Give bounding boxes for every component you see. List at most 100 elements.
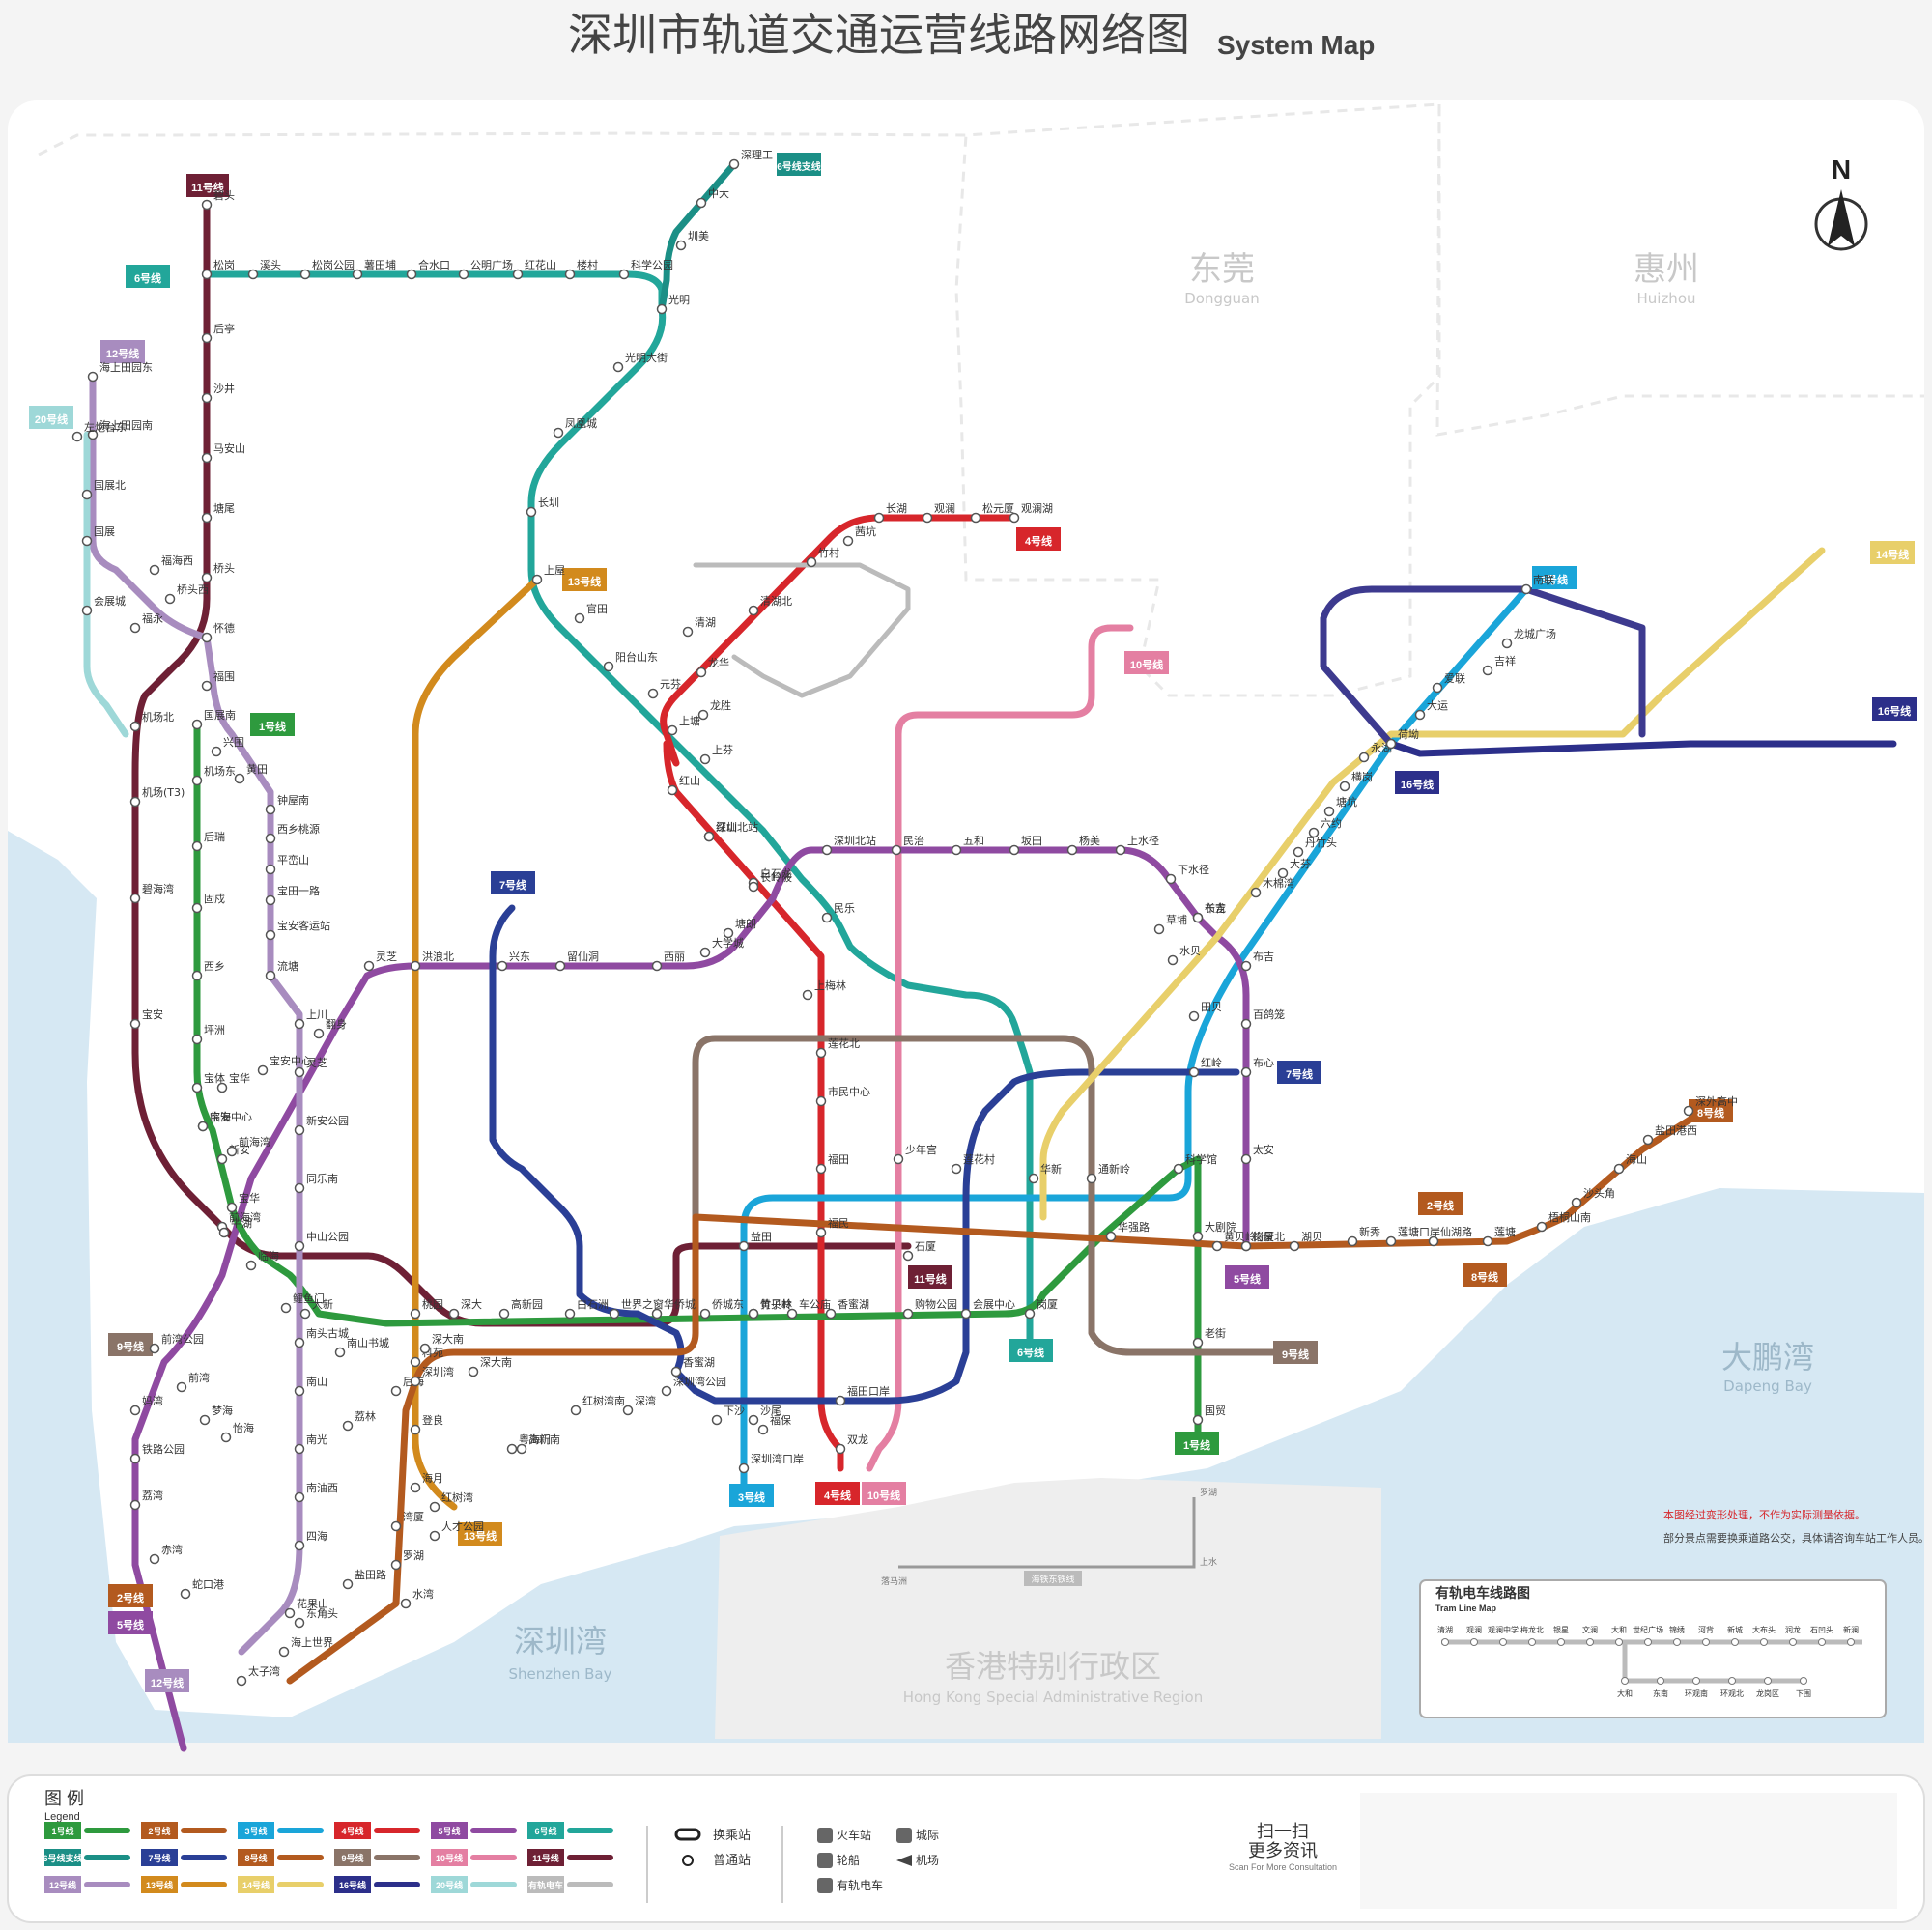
station-dot[interactable] — [226, 1202, 238, 1213]
station-dot[interactable] — [738, 1462, 750, 1474]
tram-branch-dot[interactable] — [1800, 1677, 1807, 1685]
station-dot[interactable] — [618, 269, 630, 280]
station-dot[interactable] — [1192, 1414, 1204, 1426]
station-dot[interactable] — [1289, 1240, 1300, 1252]
station-dot[interactable] — [1683, 1105, 1694, 1117]
line-3-track[interactable] — [740, 585, 1530, 1491]
station-dot[interactable] — [410, 1308, 421, 1320]
tram-track[interactable] — [693, 562, 911, 698]
station-dot[interactable] — [1009, 844, 1020, 856]
station-dot[interactable] — [280, 1302, 292, 1314]
station-dot[interactable] — [129, 893, 141, 904]
station-dot[interactable] — [87, 371, 99, 383]
station-dot[interactable] — [164, 593, 176, 605]
station-dot[interactable] — [191, 719, 203, 730]
tram-stop-dot[interactable] — [1760, 1638, 1768, 1646]
station-dot[interactable] — [201, 392, 213, 404]
station-dot[interactable] — [696, 197, 707, 209]
station-dot[interactable] — [429, 1530, 440, 1542]
station-dot[interactable] — [603, 661, 614, 672]
station-dot[interactable] — [1192, 912, 1204, 923]
station-dot[interactable] — [1240, 1240, 1252, 1252]
station-dot[interactable] — [815, 1047, 827, 1059]
tram-stop-dot[interactable] — [1441, 1638, 1449, 1646]
station-dot[interactable] — [554, 960, 566, 972]
station-dot[interactable] — [410, 1356, 421, 1368]
station-dot[interactable] — [176, 1381, 187, 1393]
station-dot[interactable] — [1432, 682, 1443, 694]
station-dot[interactable] — [363, 960, 375, 972]
tram-branch-dot[interactable] — [1692, 1677, 1700, 1685]
station-dot[interactable] — [191, 840, 203, 852]
station-dot[interactable] — [1173, 1163, 1184, 1175]
tram-branch-dot[interactable] — [1764, 1677, 1772, 1685]
station-dot[interactable] — [129, 622, 141, 634]
tram-stop-dot[interactable] — [1731, 1638, 1739, 1646]
station-dot[interactable] — [675, 240, 687, 251]
station-dot[interactable] — [1277, 867, 1289, 879]
station-dot[interactable] — [468, 1366, 479, 1377]
station-dot[interactable] — [786, 1308, 798, 1320]
station-dot[interactable] — [390, 1520, 402, 1532]
station-dot[interactable] — [1385, 1235, 1397, 1247]
station-dot[interactable] — [81, 605, 93, 616]
station-dot[interactable] — [129, 1453, 141, 1464]
station-dot[interactable] — [497, 960, 508, 972]
station-dot[interactable] — [1028, 1173, 1039, 1184]
station-dot[interactable] — [294, 1124, 305, 1136]
station-dot[interactable] — [748, 605, 759, 616]
station-dot[interactable] — [553, 427, 564, 439]
station-dot[interactable] — [410, 1424, 421, 1435]
station-dot[interactable] — [220, 1432, 232, 1443]
station-dot[interactable] — [1347, 1235, 1358, 1247]
station-dot[interactable] — [1323, 806, 1335, 817]
station-dot[interactable] — [1009, 512, 1020, 524]
station-dot[interactable] — [574, 612, 585, 624]
tram-stop-dot[interactable] — [1586, 1638, 1594, 1646]
station-dot[interactable] — [891, 844, 902, 856]
station-dot[interactable] — [265, 894, 276, 906]
station-dot[interactable] — [516, 1443, 527, 1455]
station-dot[interactable] — [410, 1482, 421, 1493]
station-dot[interactable] — [498, 1308, 510, 1320]
station-dot[interactable] — [748, 1308, 759, 1320]
station-dot[interactable] — [81, 535, 93, 547]
station-dot[interactable] — [723, 927, 734, 939]
station-dot[interactable] — [821, 844, 833, 856]
station-dot[interactable] — [129, 1499, 141, 1511]
line-1-track[interactable] — [193, 721, 1202, 1443]
station-dot[interactable] — [512, 269, 524, 280]
station-dot[interactable] — [951, 844, 962, 856]
station-dot[interactable] — [201, 452, 213, 464]
station-dot[interactable] — [191, 1034, 203, 1045]
station-dot[interactable] — [294, 1443, 305, 1455]
station-dot[interactable] — [1240, 1018, 1252, 1030]
station-dot[interactable] — [201, 199, 213, 211]
station-dot[interactable] — [81, 489, 93, 500]
station-dot[interactable] — [201, 332, 213, 344]
station-dot[interactable] — [682, 626, 694, 638]
station-dot[interactable] — [1188, 1010, 1200, 1022]
station-dot[interactable] — [180, 1588, 191, 1600]
station-dot[interactable] — [622, 1405, 634, 1416]
station-dot[interactable] — [197, 1121, 209, 1132]
station-dot[interactable] — [873, 512, 885, 524]
station-dot[interactable] — [129, 796, 141, 808]
station-dot[interactable] — [564, 1308, 576, 1320]
station-dot[interactable] — [1250, 887, 1262, 898]
station-dot[interactable] — [1428, 1235, 1439, 1247]
tram-stop-dot[interactable] — [1470, 1638, 1478, 1646]
station-dot[interactable] — [1086, 1173, 1097, 1184]
station-dot[interactable] — [406, 269, 417, 280]
station-dot[interactable] — [842, 535, 854, 547]
qr-placeholder[interactable] — [1360, 1793, 1897, 1909]
station-dot[interactable] — [960, 1308, 972, 1320]
line-6-track[interactable] — [203, 270, 1034, 1347]
station-dot[interactable] — [313, 1028, 325, 1039]
station-dot[interactable] — [334, 1347, 346, 1358]
station-dot[interactable] — [278, 1646, 290, 1658]
station-dot[interactable] — [149, 1343, 160, 1354]
station-dot[interactable] — [265, 864, 276, 875]
tram-stop-dot[interactable] — [1673, 1638, 1681, 1646]
station-dot[interactable] — [728, 158, 740, 170]
